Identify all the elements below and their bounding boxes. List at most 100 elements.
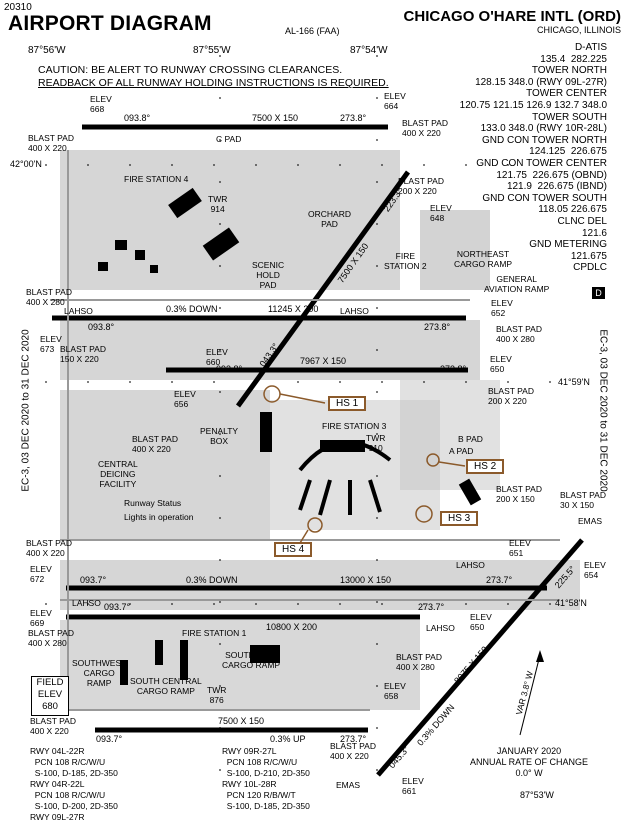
elevation-label: ELEV 673	[40, 334, 62, 354]
elevation-label: ELEV 661	[402, 776, 424, 796]
runway-dimension: 13000 X 150	[340, 575, 392, 585]
lahso-label: LAHSO	[426, 623, 455, 633]
caution-line: READBACK OF ALL RUNWAY HOLDING INSTRUCTI…	[38, 77, 389, 89]
frequency-list: D-ATIS 135.4 282.225 TOWER NORTH 128.15 …	[459, 42, 607, 274]
runway-status-lights-note: Runway Status Lights in operation	[124, 498, 194, 522]
elevation-label: ELEV 672	[30, 564, 52, 584]
elevation-label: ELEV 652	[491, 298, 513, 318]
blast-pad-label: BLAST PAD 400 X 220	[132, 434, 178, 454]
lahso-label: LAHSO	[64, 306, 93, 316]
annual-value: 0.0° W	[515, 768, 543, 778]
runway-gradient: 0.3% DOWN	[186, 575, 238, 585]
elevation-label: ELEV 669	[30, 608, 52, 628]
pavement-areas	[60, 150, 580, 710]
facility-label: FIRE STATION 3	[322, 421, 387, 431]
blast-pad-label: BLAST PAD 400 X 220	[26, 538, 72, 558]
facility-label: FIRE STATION 1	[182, 628, 247, 638]
pad-label: SCENIC HOLD PAD	[252, 260, 285, 290]
elevation-label: ELEV 660	[206, 347, 228, 367]
chart-title: AIRPORT DIAGRAM	[8, 12, 212, 35]
field-elev-value: 680	[42, 701, 58, 712]
elevation-label: ELEV 664	[384, 91, 406, 111]
runway-heading: 093.7°	[80, 575, 107, 585]
blast-pad-label: BLAST PAD 200 X 150	[496, 484, 542, 504]
lahso-label: LAHSO	[340, 306, 369, 316]
faa-code: AL-166 (FAA)	[285, 26, 340, 36]
blast-pad-label: BLAST PAD 150 X 220	[60, 344, 106, 364]
north-arrow	[519, 650, 544, 736]
facility-label: NORTHEAST CARGO RAMP	[454, 249, 513, 269]
runway-heading: 093.7°	[96, 734, 123, 744]
taxiways	[50, 150, 560, 711]
tower-label: TWR 876	[207, 685, 227, 705]
field-elevation-box: FIELD ELEV 680	[31, 676, 69, 716]
runways	[52, 124, 584, 777]
chart-code: 20310	[4, 2, 32, 13]
blast-pad-label: BLAST PAD 400 X 280	[26, 287, 72, 307]
pad-label: C PAD	[216, 134, 242, 144]
facility-label: SOUTH CENTRAL CARGO RAMP	[130, 676, 202, 696]
annual-rate-of-change: JANUARY 2020 ANNUAL RATE OF CHANGE 0.0° …	[470, 746, 588, 779]
elevation-label: ELEV 650	[490, 354, 512, 374]
facility-label: FIRE STATION 4	[124, 174, 189, 184]
caution-line: CAUTION: BE ALERT TO RUNWAY CROSSING CLE…	[38, 64, 343, 76]
runway-dimension: 7967 X 150	[300, 356, 347, 366]
facility-label: SOUTHEAST CARGO RAMP	[222, 650, 281, 670]
airport-city: CHICAGO, ILLINOIS	[536, 25, 621, 35]
facility-label: GENERAL AVIATION RAMP	[484, 274, 550, 294]
elevation-label: ELEV 658	[384, 681, 406, 701]
field-elev-line: ELEV	[37, 689, 63, 700]
hot-spot-3[interactable]: HS 3	[440, 511, 479, 526]
blast-pad-label: BLAST PAD 30 X 150	[560, 490, 606, 510]
elevation-label: ELEV 656	[174, 389, 196, 409]
hot-spot-markers	[263, 385, 466, 544]
runway-heading: 273.7°	[418, 602, 445, 612]
blast-pad-label: BLAST PAD 200 X 220	[488, 386, 534, 406]
runway-heading: 093.8°	[88, 322, 115, 332]
airport-name: CHICAGO O'HARE INTL (ORD)	[403, 8, 621, 25]
annual-title: ANNUAL RATE OF CHANGE	[470, 757, 589, 767]
facility-label: CENTRAL DEICING FACILITY	[98, 459, 138, 489]
blast-pad-label: BLAST PAD 400 X 220	[402, 118, 448, 138]
runway-heading: 273.8°	[440, 364, 467, 374]
pad-label: ORCHARD PAD	[308, 209, 351, 229]
runway-heading: 093.8°	[124, 113, 151, 123]
blast-pad-label: BLAST PAD 400 X 280	[28, 628, 74, 648]
annual-date: JANUARY 2020	[496, 746, 562, 756]
field-elev-line: FIELD	[36, 677, 64, 688]
latitude-label: 41°58'N	[555, 598, 587, 608]
runway-heading: 093.7°	[104, 602, 131, 612]
emas-label: EMAS	[578, 516, 603, 526]
penalty-box-label: PENALTY BOX	[200, 426, 239, 446]
runway-dimension: 7500 X 150	[252, 113, 299, 123]
elevation-label: ELEV 651	[509, 538, 531, 558]
blast-pad-label: BLAST PAD 400 X 220	[28, 133, 74, 153]
pad-label: A PAD	[449, 446, 474, 456]
caution-notice: CAUTION: BE ALERT TO RUNWAY CROSSING CLE…	[38, 64, 389, 90]
hot-spot-4[interactable]: HS 4	[274, 542, 313, 557]
elevation-label: ELEV 654	[584, 560, 606, 580]
runway-heading: 273.8°	[424, 322, 451, 332]
hot-spot-2[interactable]: HS 2	[466, 459, 505, 474]
runway-pcn-info: RWY 09R-27L PCN 108 R/C/W/U S-100, D-210…	[222, 746, 310, 811]
map-letter-badge: D	[592, 287, 605, 299]
facility-label: SOUTHWEST CARGO RAMP	[72, 658, 127, 688]
elevation-label: ELEV 650	[470, 612, 492, 632]
blast-pad-label: BLAST PAD 400 X 280	[396, 652, 442, 672]
lahso-label: LAHSO	[456, 560, 485, 570]
emas-label: EMAS	[336, 780, 361, 790]
runway-dimension: 7500 X 150	[218, 716, 265, 726]
runway-gradient: 0.3% UP	[270, 734, 306, 744]
tower-label: TWR 914	[208, 194, 228, 214]
runway-heading: 093.8°	[216, 364, 243, 374]
elevation-label: ELEV 668	[90, 94, 112, 114]
tower-label: TWR 910	[366, 433, 386, 453]
hot-spot-1[interactable]: HS 1	[328, 396, 367, 411]
runway-dimension: 10800 X 200	[266, 622, 318, 632]
latitude-label: 42°00'N	[10, 159, 42, 169]
blast-pad-label: BLAST PAD 200 X 220	[398, 176, 444, 196]
buildings	[98, 187, 482, 685]
longitude-label: 87°54'W	[350, 45, 388, 56]
lahso-label: LAHSO	[72, 598, 101, 608]
